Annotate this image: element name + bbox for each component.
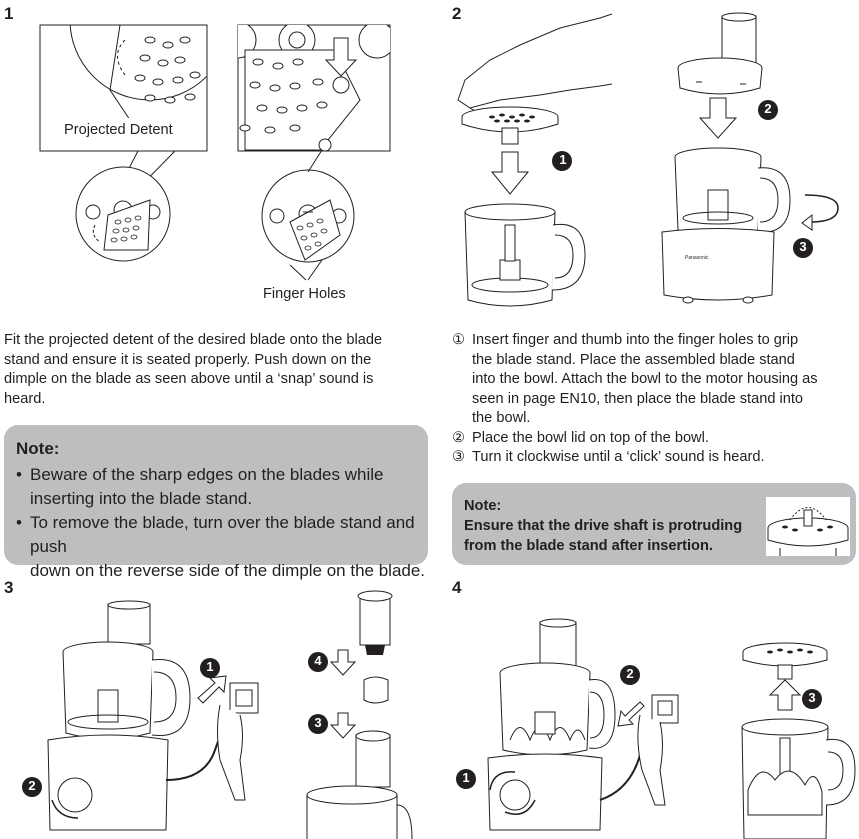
brand-label: Panasonic [685, 255, 709, 261]
badge-4-label: 4 [314, 653, 322, 668]
step-number-4: 4 [452, 578, 462, 597]
badge-2-label: 2 [28, 778, 36, 793]
step2-line: seen in page EN10, then place the blade … [472, 390, 804, 407]
step-number-3: 3 [4, 578, 14, 597]
step1-line: Fit the projected detent of the desired … [4, 332, 383, 348]
finger-holes-label: Finger Holes [263, 286, 346, 302]
step-number-2: 2 [452, 4, 462, 23]
step2-item-1: ① Insert finger and thumb into the finge… [452, 331, 857, 429]
step2-item-2-number: ② [452, 429, 466, 446]
note-bullet-1: Beware of the sharp edges on the blades … [16, 463, 428, 511]
step2-item-3-number: ③ [452, 449, 466, 465]
note-bullet-line: Beware of the sharp edges on the blades … [30, 465, 384, 484]
step1-line: dimple on the blade as seen above until … [4, 371, 374, 387]
start-processor-illustration [22, 590, 413, 839]
badge-3-label: 3 [799, 239, 807, 254]
badge-3-label: 3 [808, 690, 816, 705]
step2-line: into the bowl. Attach the bowl to the mo… [472, 371, 818, 387]
note-title: Note: [16, 439, 60, 458]
note-title: Note: [464, 498, 502, 514]
step2-line: the blade stand. Place the assembled bla… [472, 351, 795, 368]
note-bullet-2: To remove the blade, turn over the blade… [16, 511, 428, 583]
badge-3-label: 3 [314, 715, 322, 730]
projected-detent-label: Projected Detent [64, 122, 173, 138]
step2-instructions: ① Insert finger and thumb into the finge… [452, 331, 857, 468]
note-bullet-line: To remove the blade, turn over the blade… [30, 513, 415, 556]
drive-shaft-illustration [766, 497, 850, 556]
note-sharp-edges-content: Note: Beware of the sharp edges on the b… [16, 437, 428, 583]
step1-line: heard. [4, 390, 46, 407]
step2-line: Insert finger and thumb into the finger … [472, 332, 799, 348]
step2-item-2: ② Place the bowl lid on top of the bowl. [452, 429, 857, 449]
step2-item-1-number: ① [452, 332, 466, 348]
step2-line: Place the bowl lid on top of the bowl. [472, 429, 709, 446]
badge-1-label: 1 [559, 152, 567, 167]
badge-1-label: 1 [462, 770, 470, 785]
note-bullet-line: inserting into the blade stand. [30, 489, 253, 508]
note-line: Ensure that the drive shaft is protrudin… [464, 518, 743, 534]
badge-2-label: 2 [764, 101, 772, 116]
note-drive-shaft-content: Note: Ensure that the drive shaft is pro… [464, 496, 764, 556]
step-number-1: 1 [4, 4, 14, 23]
step1-description: Fit the projected detent of the desired … [4, 331, 424, 409]
step2-line: Turn it clockwise until a ‘click’ sound … [472, 449, 765, 465]
note-bullet-line: down on the reverse side of the dimple o… [30, 561, 426, 580]
step2-line: the bowl. [472, 410, 531, 426]
finger-holes-illustration [237, 24, 391, 281]
badge-2-label: 2 [626, 666, 634, 681]
step1-line: stand and ensure it is seated properly. … [4, 351, 372, 368]
blade-stand-insertion-illustration [457, 12, 839, 307]
projected-detent-illustration [39, 24, 208, 262]
step2-item-3: ③ Turn it clockwise until a ‘click’ soun… [452, 448, 857, 468]
badge-1-label: 1 [206, 659, 214, 674]
note-line: from the blade stand after insertion. [464, 538, 713, 554]
